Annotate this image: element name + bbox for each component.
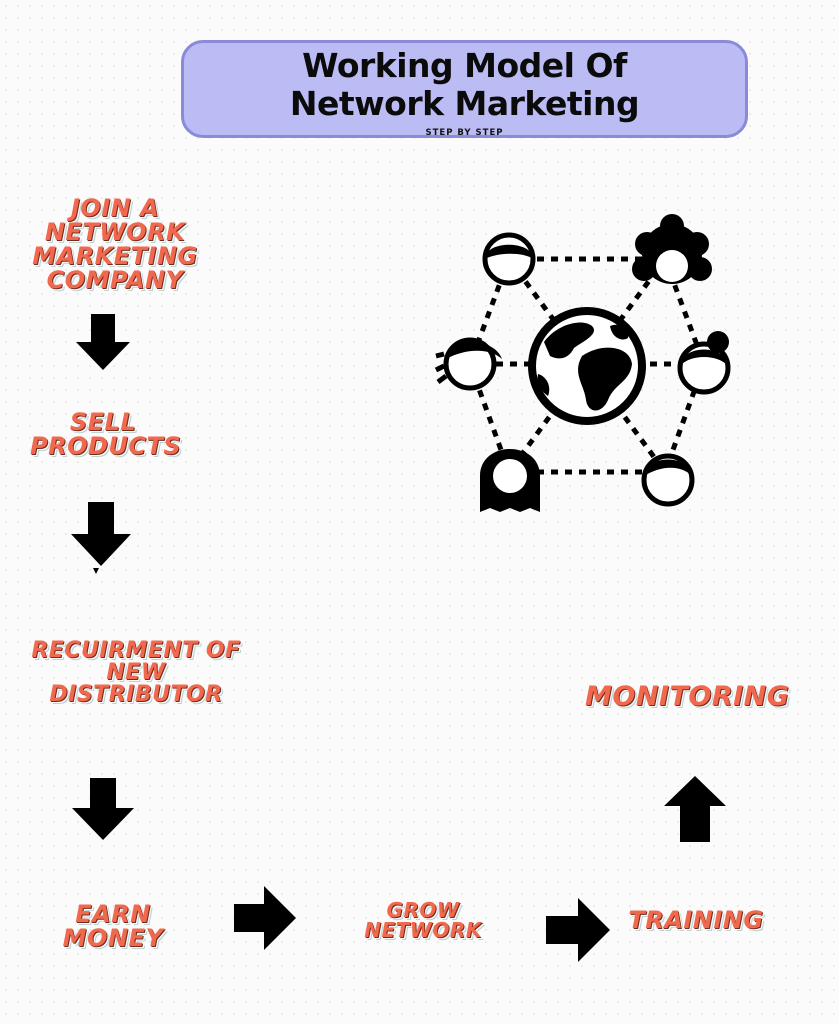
step-sell: SELL PRODUCTS bbox=[30, 408, 182, 460]
step-recruitment: RECUIRMENT OF NEW DISTRIBUTOR bbox=[30, 640, 242, 706]
step-earn-line: EARN bbox=[75, 900, 151, 928]
step-join-line: COMPANY bbox=[46, 266, 184, 294]
arrow-right-icon bbox=[546, 898, 610, 962]
person-curly-hair-icon bbox=[632, 214, 712, 284]
step-grow-line: GROW bbox=[386, 898, 460, 922]
step-sell-line: PRODUCTS bbox=[30, 432, 182, 460]
arrow-down-icon bbox=[72, 778, 134, 840]
step-training: TRAINING bbox=[624, 906, 768, 934]
step-recruitment-line: DISTRIBUTOR bbox=[49, 682, 223, 707]
step-recruitment-line: NEW bbox=[106, 660, 166, 685]
step-join-line: NETWORK bbox=[44, 218, 186, 246]
title-line-1: Working Model Of bbox=[302, 46, 627, 85]
step-monitoring-line: MONITORING bbox=[585, 681, 790, 712]
arrow-right-icon bbox=[234, 886, 296, 950]
person-short-hair-icon bbox=[482, 232, 536, 286]
step-recruitment-line: RECUIRMENT OF bbox=[31, 638, 241, 663]
person-long-hair-icon bbox=[480, 449, 540, 512]
title-banner: Working Model Of Network Marketing STEP … bbox=[181, 40, 748, 138]
step-join-line: MARKETING bbox=[32, 242, 198, 270]
arrow-down-icon bbox=[71, 502, 131, 576]
step-training-line: TRAINING bbox=[628, 906, 764, 934]
subtitle: STEP BY STEP bbox=[425, 128, 504, 138]
person-bun-hair-icon bbox=[677, 331, 731, 395]
step-monitoring: MONITORING bbox=[585, 681, 790, 712]
title-line-2: Network Marketing bbox=[289, 84, 640, 123]
step-sell-line: SELL bbox=[69, 408, 137, 436]
step-earn-line: MONEY bbox=[62, 924, 164, 952]
arrow-down-icon bbox=[76, 314, 130, 370]
person-wavy-hair-icon bbox=[434, 337, 502, 391]
step-join: JOIN A NETWORK MARKETING COMPANY bbox=[30, 196, 200, 292]
step-grow: GROW NETWORK bbox=[360, 900, 486, 940]
arrow-up-icon bbox=[664, 776, 726, 842]
step-earn: EARN MONEY bbox=[50, 902, 176, 950]
step-grow-line: NETWORK bbox=[364, 918, 482, 942]
step-join-line: JOIN A bbox=[70, 194, 160, 222]
person-side-part-icon bbox=[641, 453, 695, 507]
network-globe-icon bbox=[432, 214, 737, 519]
